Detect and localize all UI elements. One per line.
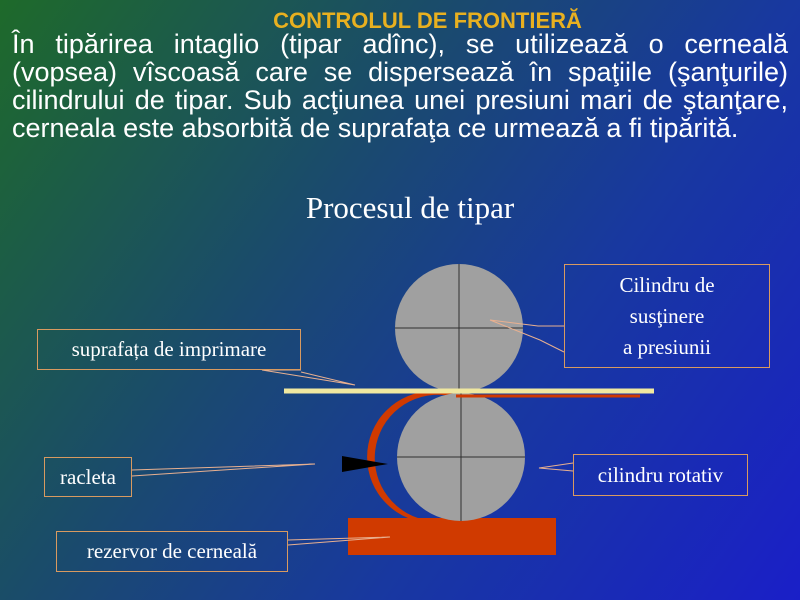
ink-reservoir bbox=[348, 518, 556, 555]
leader-rezervor bbox=[287, 536, 391, 546]
leader-support bbox=[489, 319, 565, 353]
leader-surface bbox=[261, 369, 356, 386]
label-printing-surface: suprafața de imprimare bbox=[37, 329, 301, 370]
doctor-blade bbox=[342, 456, 388, 472]
label-racleta: racleta bbox=[44, 457, 132, 497]
slide-title: CONTROLUL DE FRONTIERĂ bbox=[273, 8, 582, 33]
leader-rotativ bbox=[538, 462, 574, 472]
label-support-line3: a presiunii bbox=[622, 334, 712, 359]
intro-paragraph: În tipărirea intaglio (tipar adînc), se … bbox=[12, 29, 788, 143]
leader-racleta bbox=[131, 463, 316, 477]
label-ink-reservoir: rezervor de cerneală bbox=[56, 531, 288, 572]
label-support-line2: susţinere bbox=[629, 303, 705, 328]
label-rotating-cylinder: cilindru rotativ bbox=[573, 454, 748, 496]
label-support-cylinder: Cilindru de susţinere a presiunii bbox=[564, 264, 770, 368]
diagram-subtitle: Procesul de tipar bbox=[305, 190, 515, 225]
label-support-line1: Cilindru de bbox=[619, 272, 715, 297]
